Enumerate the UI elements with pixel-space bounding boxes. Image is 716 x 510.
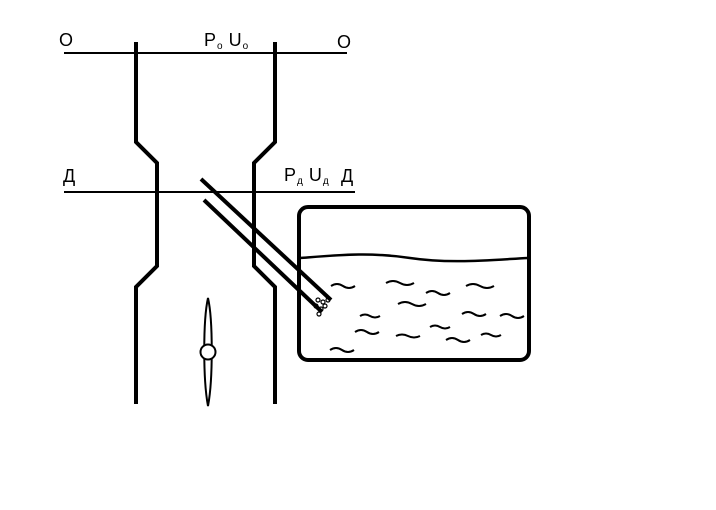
- pressure-subscript-top: о: [217, 41, 223, 52]
- suction-tube-upper: [199, 177, 333, 302]
- velocity-subscript-top: о: [242, 41, 249, 52]
- label-section-d-right: Д: [341, 166, 354, 186]
- label-section-d-left: Д: [63, 166, 76, 186]
- pipe-right-wall: [252, 42, 277, 404]
- liquid-reservoir: [297, 205, 531, 362]
- velocity-symbol-top: U: [228, 30, 242, 50]
- pressure-symbol-top: P: [204, 30, 217, 50]
- pipe-left-wall: [134, 42, 159, 404]
- liquid-surface: [299, 253, 529, 263]
- velocity-symbol-throat: U: [308, 165, 322, 185]
- pressure-subscript-throat: д: [297, 176, 303, 187]
- liquid-wave-marks: [329, 280, 525, 353]
- velocity-subscript-throat: д: [322, 176, 329, 187]
- pressure-symbol-throat: P: [284, 165, 297, 185]
- droplets-at-outlet: [313, 297, 331, 317]
- flow-arrow-icon: [203, 297, 213, 407]
- label-section-o-left: О: [59, 30, 74, 50]
- label-section-o-right: О: [337, 32, 352, 52]
- suction-tube-lower: [202, 198, 324, 314]
- flow-arrow-marker: [199, 343, 217, 361]
